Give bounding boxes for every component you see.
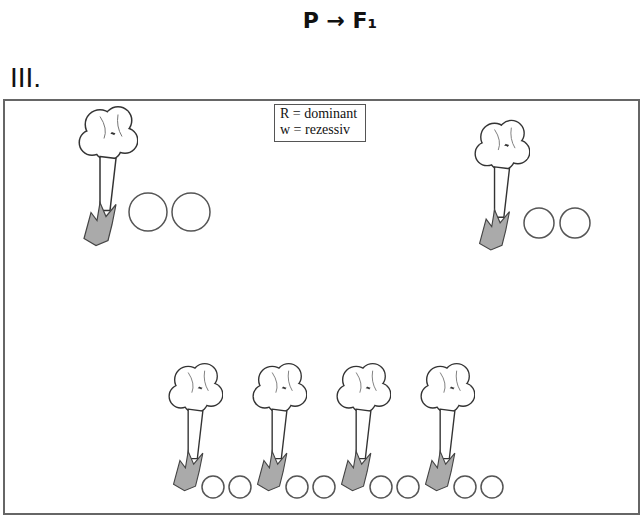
roman-numeral: III. xyxy=(10,62,41,94)
legend-box: R = dominantw = rezessiv xyxy=(274,104,366,142)
legend-text: R = dominant xyxy=(280,106,360,122)
f1-flowers xyxy=(170,364,503,498)
legend-text: w = rezessiv xyxy=(280,122,360,138)
parent-flowers xyxy=(80,108,590,250)
title: P → F₁ xyxy=(303,8,378,33)
frame xyxy=(4,100,639,514)
